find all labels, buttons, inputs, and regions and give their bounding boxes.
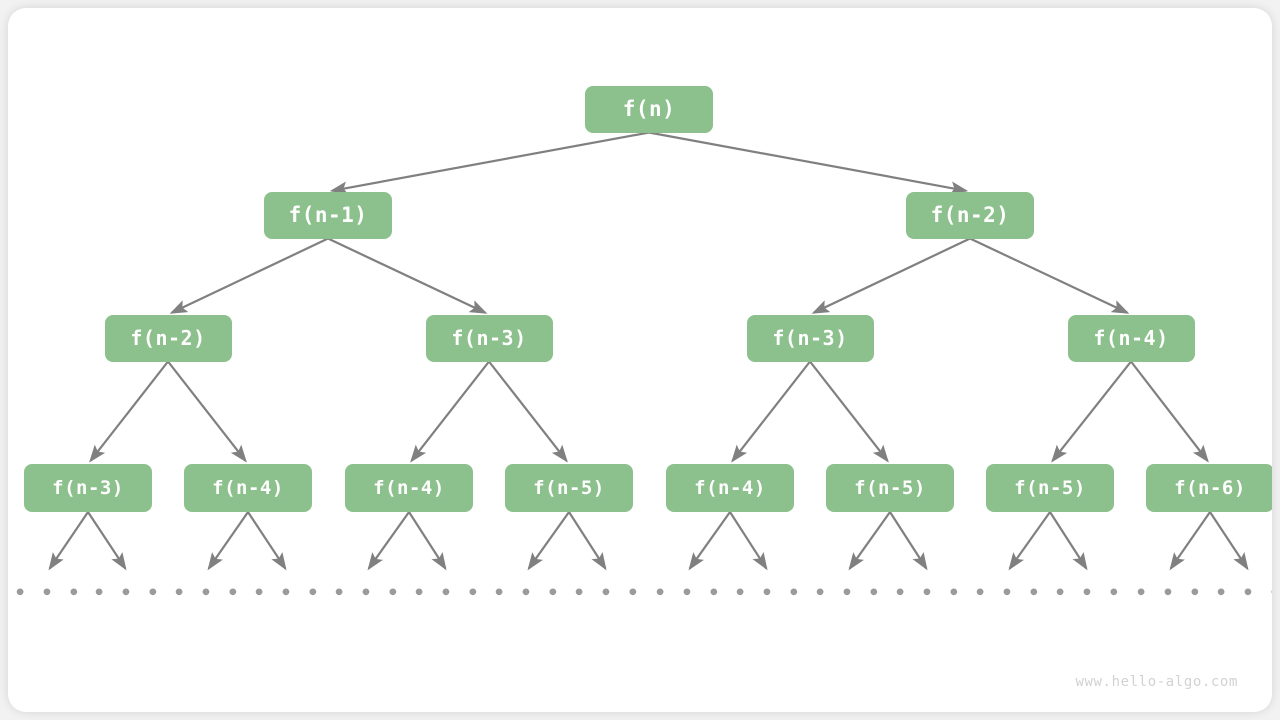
diagram-card: f(n) f(n-1) f(n-2) f(n-2) f(n-3) f(n-3) f(n-4)… — [8, 8, 1272, 712]
tree-node: f(n-2) — [906, 191, 1034, 239]
tree-node: f(n-4) — [666, 464, 794, 512]
watermark: www.hello-algo.com — [1075, 674, 1238, 690]
ellipsis-marker: • • • — [1135, 582, 1203, 604]
leaf-stub-edge — [207, 511, 249, 571]
leaf-stub-edge — [1049, 511, 1088, 571]
tree-node: f(n-5) — [826, 464, 954, 512]
tree-edge — [488, 360, 568, 463]
ellipsis-marker: • • • — [14, 582, 82, 604]
ellipsis-marker: • • • — [654, 582, 722, 604]
leaf-stub-edge — [1008, 511, 1051, 571]
ellipsis-marker: • • • — [1054, 582, 1122, 604]
leaf-stub-edges — [48, 511, 1249, 571]
tree-edge — [648, 131, 969, 195]
tree-node: f(n-1) — [264, 191, 392, 239]
leaf-stub-edge — [889, 511, 928, 571]
tree-edges — [89, 131, 1209, 463]
tree-edge — [1051, 360, 1132, 463]
ellipsis-marker: • • • — [253, 582, 321, 604]
tree-node: f(n-5) — [505, 464, 633, 512]
tree-node: f(n-4) — [1067, 314, 1195, 362]
ellipsis-marker: • • • — [814, 582, 882, 604]
tree-edge — [969, 237, 1130, 314]
tree-edge — [811, 237, 971, 314]
leaf-stub-edge — [408, 511, 447, 571]
tree-node-label: f(n-5) — [1014, 477, 1086, 499]
tree-node: f(n) — [585, 85, 713, 133]
tree-node-label: f(n-4) — [212, 477, 284, 499]
tree-node-label: f(n-4) — [1093, 326, 1169, 350]
tree-edge — [329, 131, 650, 195]
ellipsis-marker: • • • — [93, 582, 161, 604]
ellipsis-marker: • • • — [734, 582, 802, 604]
tree-node-label: f(n) — [622, 97, 676, 121]
tree-node: f(n-6) — [1146, 464, 1272, 512]
tree-node: f(n-4) — [345, 464, 473, 512]
ellipsis-marker: • • • — [974, 582, 1042, 604]
tree-node: f(n-4) — [184, 464, 312, 512]
tree-edge — [1130, 360, 1209, 463]
tree-node-label: f(n-6) — [1174, 477, 1246, 499]
leaf-stub-edge — [87, 511, 127, 571]
tree-node-label: f(n-5) — [533, 477, 605, 499]
tree-edge — [169, 237, 329, 314]
tree-edge — [410, 360, 490, 463]
tree-node: f(n-3) — [425, 314, 553, 362]
leaf-stub-edge — [247, 511, 287, 571]
tree-node: f(n-2) — [104, 314, 232, 362]
tree-node-label: f(n-4) — [694, 477, 766, 499]
tree-edge — [809, 360, 889, 463]
leaf-stub-edge — [48, 511, 89, 571]
leaf-stub-edge — [568, 511, 607, 571]
ellipsis-marker: • • • — [493, 582, 561, 604]
tree-edge — [167, 360, 247, 463]
leaf-stub-edge — [367, 511, 410, 571]
leaf-stub-edge — [1209, 511, 1249, 571]
leaf-stub-edge — [527, 511, 570, 571]
tree-node-label: f(n-2) — [130, 326, 206, 350]
ellipsis-marker: • • • — [413, 582, 481, 604]
ellipsis-marker: • • • — [573, 582, 641, 604]
tree-node-label: f(n-3) — [772, 326, 848, 350]
leaf-stub-edge — [848, 511, 891, 571]
tree-edge — [731, 360, 811, 463]
leaf-stub-edge — [729, 511, 768, 571]
tree-node: f(n-3) — [746, 314, 874, 362]
leaf-stub-edge — [1169, 511, 1211, 571]
tree-node-label: f(n-2) — [930, 203, 1010, 227]
tree-node-label: f(n-3) — [451, 326, 527, 350]
ellipsis-marker: • • • — [173, 582, 241, 604]
tree-node-label: f(n-3) — [52, 477, 124, 499]
leaf-stub-edge — [688, 511, 731, 571]
tree-node: f(n-5) — [986, 464, 1114, 512]
ellipsis-marker: • • • — [894, 582, 962, 604]
tree-node: f(n-3) — [24, 464, 152, 512]
tree-edge — [89, 360, 169, 463]
tree-edge — [327, 237, 488, 314]
tree-node-label: f(n-1) — [288, 203, 368, 227]
ellipsis-marker: • • • — [1215, 582, 1272, 604]
tree-node-label: f(n-5) — [854, 477, 926, 499]
ellipsis-marker: • • • — [333, 582, 401, 604]
tree-node-label: f(n-4) — [373, 477, 445, 499]
